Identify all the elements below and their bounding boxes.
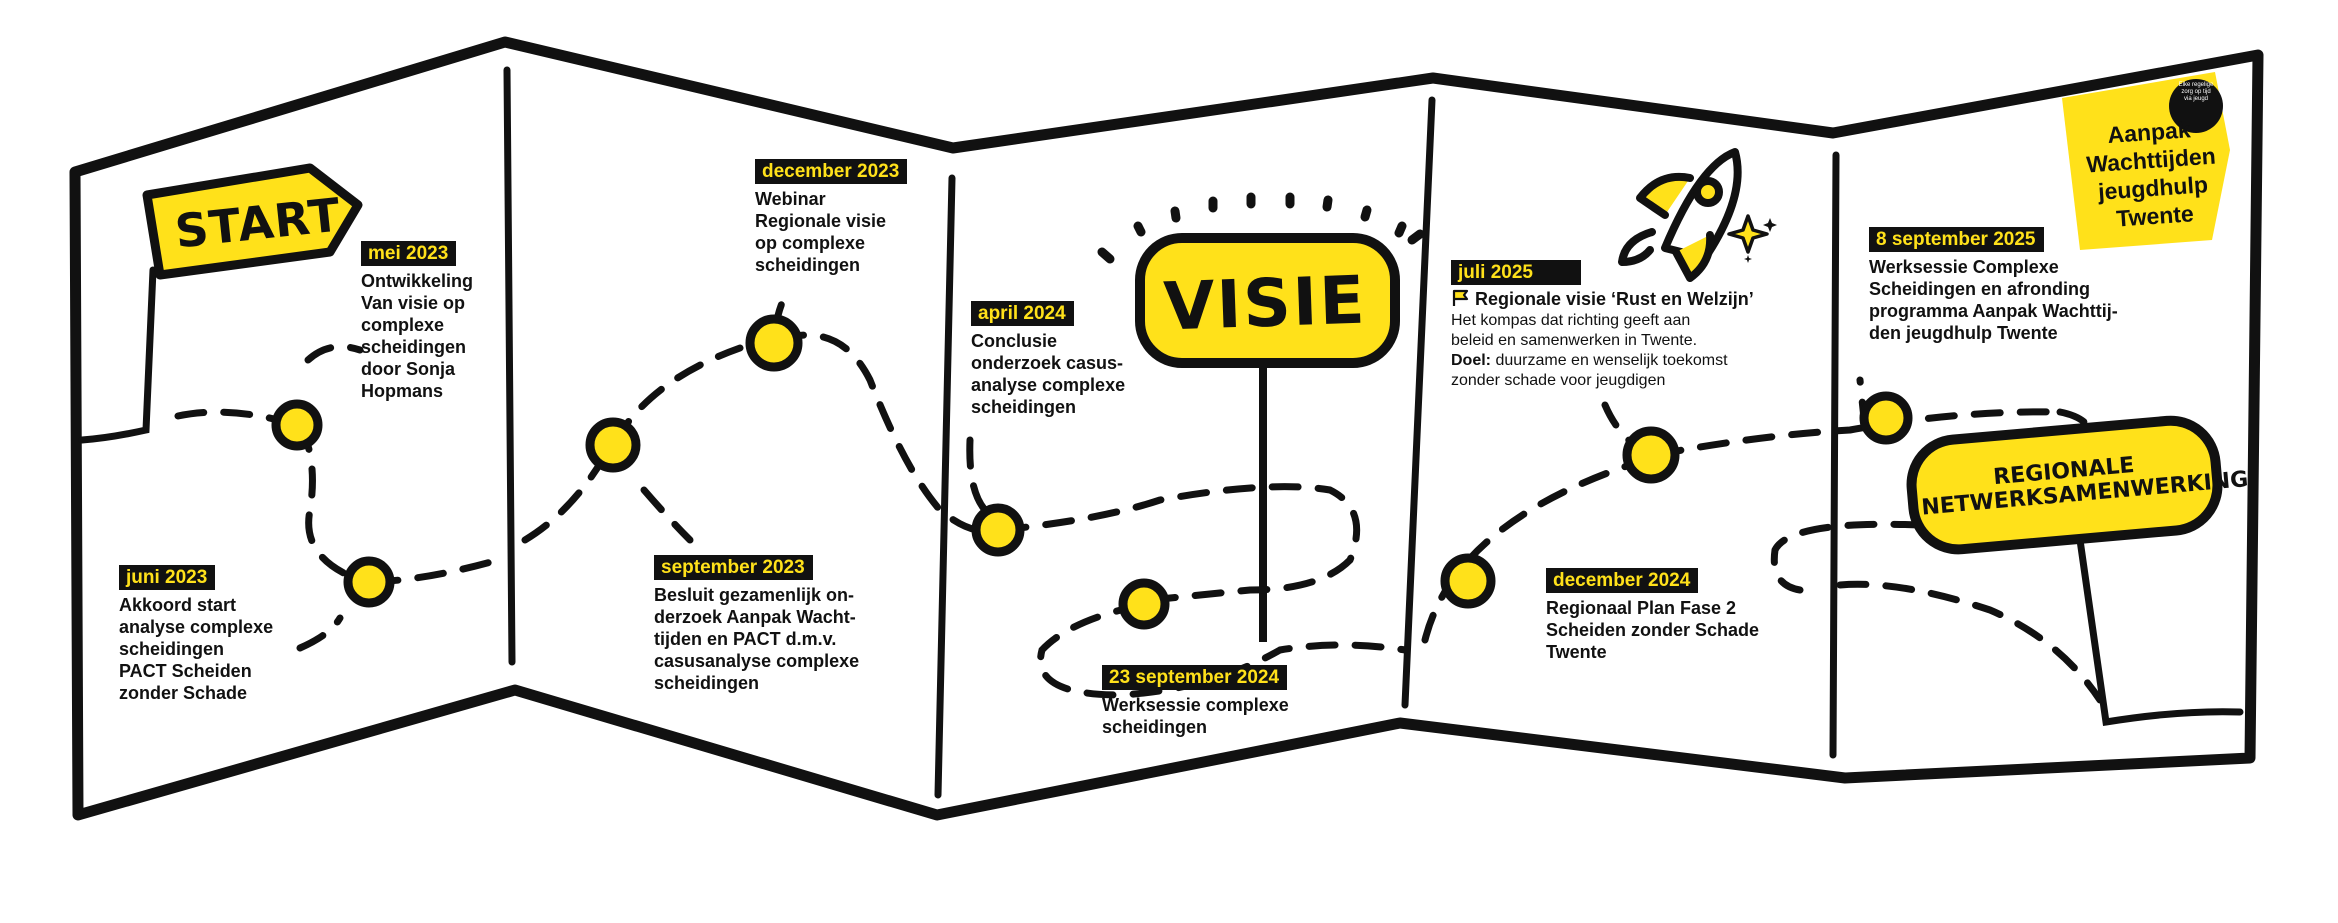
event-text: Conclusie onderzoek casus- analyse compl… [971, 331, 1126, 417]
dot-september-2023 [585, 417, 641, 473]
dot-december-2023 [745, 314, 803, 372]
event-december-2024: december 2024 Regionaal Plan Fase 2 Sche… [1546, 568, 1759, 663]
dot-december-2024 [1440, 553, 1496, 609]
dot-sept-8-2025 [1859, 391, 1913, 445]
event-text: Besluit gezamenlijk on- derzoek Aanpak W… [654, 585, 860, 693]
event-date: 8 september 2025 [1869, 227, 2044, 252]
dot-mei-2023 [271, 399, 323, 451]
event-date: december 2024 [1546, 568, 1699, 593]
event-8-september-2025: 8 september 2025 Werksessie Complexe Sch… [1869, 227, 2118, 344]
rocket-icon [1618, 148, 1742, 282]
event-date: mei 2023 [361, 241, 457, 266]
dot-juni-2023 [343, 556, 395, 608]
event-text: Ontwikkeling Van visie op complexe schei… [361, 271, 474, 401]
start-pole [78, 266, 157, 444]
event-april-2024: april 2024 Conclusie onderzoek casus- an… [971, 301, 1125, 418]
milestone-dots [271, 314, 1913, 630]
sparkle-icon [1727, 214, 1769, 254]
goal-text: duurzame en wenselijk toekomst zonder sc… [1451, 352, 1728, 389]
fold-lines [503, 66, 1840, 799]
event-text: Werksessie complexe scheidingen [1102, 695, 1289, 737]
dot-sept-23-2024 [1118, 578, 1170, 630]
regionale-pole [2076, 536, 2244, 727]
badge-circle [2169, 79, 2223, 133]
event-date: december 2023 [755, 159, 908, 184]
visie-rays [1097, 192, 1425, 264]
event-juni-2023: juni 2023 Akkoord start analyse complexe… [119, 565, 273, 704]
tiny-sparkle-icon [1744, 255, 1752, 263]
event-23-september-2024: 23 september 2024 Werksessie complexe sc… [1102, 665, 1289, 738]
event-juli-2025: juli 2025 Regionale visie ‘Rust en Welzi… [1451, 260, 1754, 391]
event-september-2023: september 2023 Besluit gezamenlijk on- d… [654, 555, 859, 694]
event-date: april 2024 [971, 301, 1074, 326]
event-text: Werksessie Complexe Scheidingen en afron… [1869, 257, 2118, 343]
small-sparkle-icon [1763, 218, 1777, 232]
event-text: Webinar Regionale visie op complexe sche… [755, 189, 887, 275]
event-date: juli 2025 [1451, 260, 1581, 285]
event-heading-text: Regionale visie ‘Rust en Welzijn’ [1475, 289, 1754, 309]
event-text: Akkoord start analyse complexe scheiding… [119, 595, 274, 703]
event-december-2023: december 2023 Webinar Regionale visie op… [755, 159, 908, 276]
visie-sign [1135, 233, 1400, 368]
event-date: juni 2023 [119, 565, 216, 590]
badge-circle-text: Elke regelige zorg op tijd via jeugd [2178, 82, 2214, 102]
goal-label: Doel: [1451, 352, 1491, 369]
regionale-sign [1906, 415, 2223, 555]
badge-title: Aanpak Wachttijden jeugdhulp Twente [2085, 116, 2217, 232]
event-mei-2023: mei 2023 Ontwikkeling Van visie op compl… [361, 241, 473, 402]
event-heading: Regionale visie ‘Rust en Welzijn’ [1451, 288, 1754, 311]
event-date: september 2023 [654, 555, 813, 580]
dot-juli-2025 [1622, 426, 1680, 484]
dot-april-2024 [971, 503, 1025, 557]
start-sign [142, 163, 363, 280]
event-date: 23 september 2024 [1102, 665, 1288, 690]
visie-sign-label: VISIE [1162, 261, 1368, 346]
flag-icon [1452, 289, 1469, 306]
event-text: Regionaal Plan Fase 2 Scheiden zonder Sc… [1546, 598, 1760, 662]
event-body: Het kompas dat richting geeft aan beleid… [1451, 312, 1698, 349]
event-goal: Doel: duurzame en wenselijk toekomst zon… [1451, 351, 1754, 391]
